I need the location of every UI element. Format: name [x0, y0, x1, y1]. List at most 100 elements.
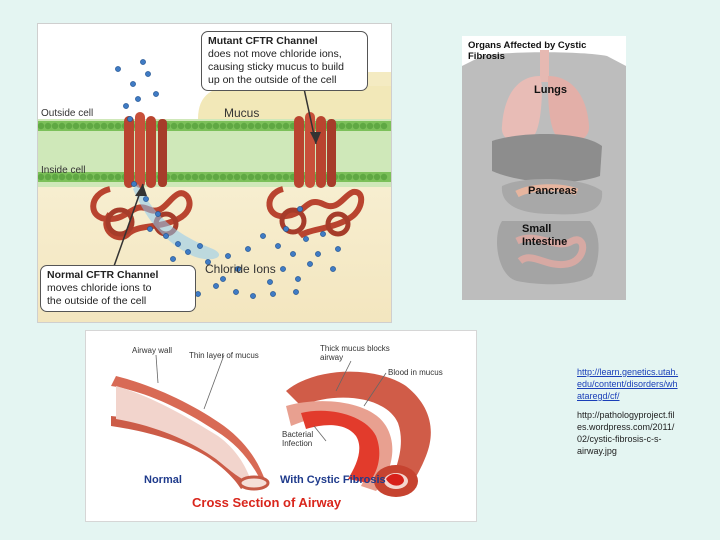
reference-link-line: ataregd/cf/ — [577, 391, 620, 401]
reference-source-line: http://pathologyproject.fil — [577, 410, 675, 420]
membrane-lipid — [86, 173, 94, 181]
airway-wall-label: Airway wall — [132, 346, 173, 355]
membrane-lipid — [114, 173, 122, 181]
membrane-lipid — [198, 122, 206, 130]
mutant-callout-line: causing sticky mucus to build — [208, 61, 344, 73]
chloride-ion — [235, 266, 241, 272]
chloride-ion — [225, 253, 231, 259]
mutant-cftr-channel — [266, 112, 365, 239]
thick-mucus-line: airway — [320, 353, 344, 362]
membrane-lipid — [44, 173, 52, 181]
chloride-ion — [145, 71, 151, 77]
membrane-lipid — [65, 122, 73, 130]
cf-airway — [286, 371, 431, 497]
membrane-lipid — [219, 173, 227, 181]
chloride-ion — [205, 259, 211, 265]
thick-mucus-label: Thick mucus blocks airway — [320, 344, 390, 362]
membrane-lipid — [100, 173, 108, 181]
chloride-ion — [335, 246, 341, 252]
membrane-lipid — [170, 122, 178, 130]
outside-cell-label: Outside cell — [41, 108, 94, 119]
normal-airway — [111, 376, 270, 491]
reference-source-line: airway.jpg — [577, 446, 617, 456]
membrane-lipid — [338, 122, 346, 130]
membrane-lipid — [261, 173, 269, 181]
membrane-lipid — [233, 173, 241, 181]
chloride-ion — [153, 91, 159, 97]
membrane-lipid — [212, 173, 220, 181]
chloride-ion — [170, 256, 176, 262]
membrane-lipid — [219, 122, 227, 130]
torso-illustration — [462, 36, 626, 300]
chloride-ion — [130, 81, 136, 87]
membrane-lipid — [352, 122, 360, 130]
chloride-ion — [163, 233, 169, 239]
chloride-ions-label: Chloride Ions — [205, 262, 276, 276]
mutant-callout-title: Mutant CFTR Channel — [208, 35, 318, 47]
membrane-lipid — [107, 173, 115, 181]
bacterial-infection-line: Infection — [282, 439, 313, 448]
membrane-lipid — [205, 122, 213, 130]
chloride-ion — [250, 293, 256, 299]
reference-source-line: 02/cystic-fibrosis-c-s- — [577, 434, 662, 444]
membrane-lipid — [72, 173, 80, 181]
chloride-ion — [115, 66, 121, 72]
membrane-lipid — [79, 173, 87, 181]
membrane-lipid — [366, 122, 374, 130]
membrane-lipid — [51, 122, 59, 130]
references: http://learn.genetics.utah. edu/content/… — [577, 366, 695, 464]
membrane-lipid — [233, 122, 241, 130]
normal-callout-title: Normal CFTR Channel — [47, 269, 159, 281]
mutant-callout-line: up on the outside of the cell — [208, 74, 337, 86]
membrane-lipid — [44, 122, 52, 130]
chloride-ion — [127, 116, 133, 122]
airway-illustration — [111, 354, 431, 497]
membrane-lipid — [191, 173, 199, 181]
blood-in-mucus-label: Blood in mucus — [388, 368, 443, 377]
organs-title: Organs Affected by Cystic Fibrosis — [468, 40, 587, 62]
chloride-ion — [320, 231, 326, 237]
organs-figure: Organs Affected by Cystic Fibrosis Lungs… — [462, 36, 626, 300]
normal-callout-line: the outside of the cell — [47, 295, 147, 307]
membrane-lipid — [254, 173, 262, 181]
membrane-lipid — [338, 173, 346, 181]
chloride-ion — [155, 211, 161, 217]
airway-figure: Airway wall Thin layer of mucus Thick mu… — [85, 330, 477, 522]
membrane-lipid — [373, 122, 381, 130]
chloride-ion — [147, 226, 153, 232]
normal-callout-line: moves chloride ions to — [47, 282, 152, 294]
chloride-ion — [267, 279, 273, 285]
chloride-ion — [275, 243, 281, 249]
membrane-lipid — [282, 122, 290, 130]
reference-link[interactable]: http://learn.genetics.utah. edu/content/… — [577, 367, 678, 401]
chloride-ion — [140, 59, 146, 65]
chloride-ion — [213, 283, 219, 289]
membrane-lipid — [65, 173, 73, 181]
membrane-lipid — [226, 122, 234, 130]
thin-mucus-label: Thin layer of mucus — [189, 351, 259, 360]
reference-source-line: es.wordpress.com/2011/ — [577, 422, 675, 432]
airway-caption: Cross Section of Airway — [192, 495, 342, 510]
membrane-lipid — [114, 122, 122, 130]
chloride-ion — [297, 206, 303, 212]
mucus-label: Mucus — [224, 106, 260, 120]
membrane-lipid — [72, 122, 80, 130]
reference-source: http://pathologyproject.fil es.wordpress… — [577, 409, 695, 457]
membrane-lipid — [212, 122, 220, 130]
membrane-lipid — [38, 173, 45, 181]
lungs-label: Lungs — [534, 84, 567, 96]
membrane-lipid — [282, 173, 290, 181]
membrane-lipid — [51, 173, 59, 181]
chloride-ion — [185, 249, 191, 255]
chloride-ion — [135, 96, 141, 102]
pancreas-label: Pancreas — [528, 185, 577, 197]
small-intestine-line: Intestine — [522, 236, 568, 248]
membrane-lipid — [268, 173, 276, 181]
membrane-lipid — [100, 122, 108, 130]
chloride-ion — [290, 251, 296, 257]
membrane-lipid — [254, 122, 262, 130]
chloride-ion — [143, 196, 149, 202]
membrane-lipid — [205, 173, 213, 181]
membrane-lipid — [275, 173, 283, 181]
membrane-lipid — [247, 173, 255, 181]
